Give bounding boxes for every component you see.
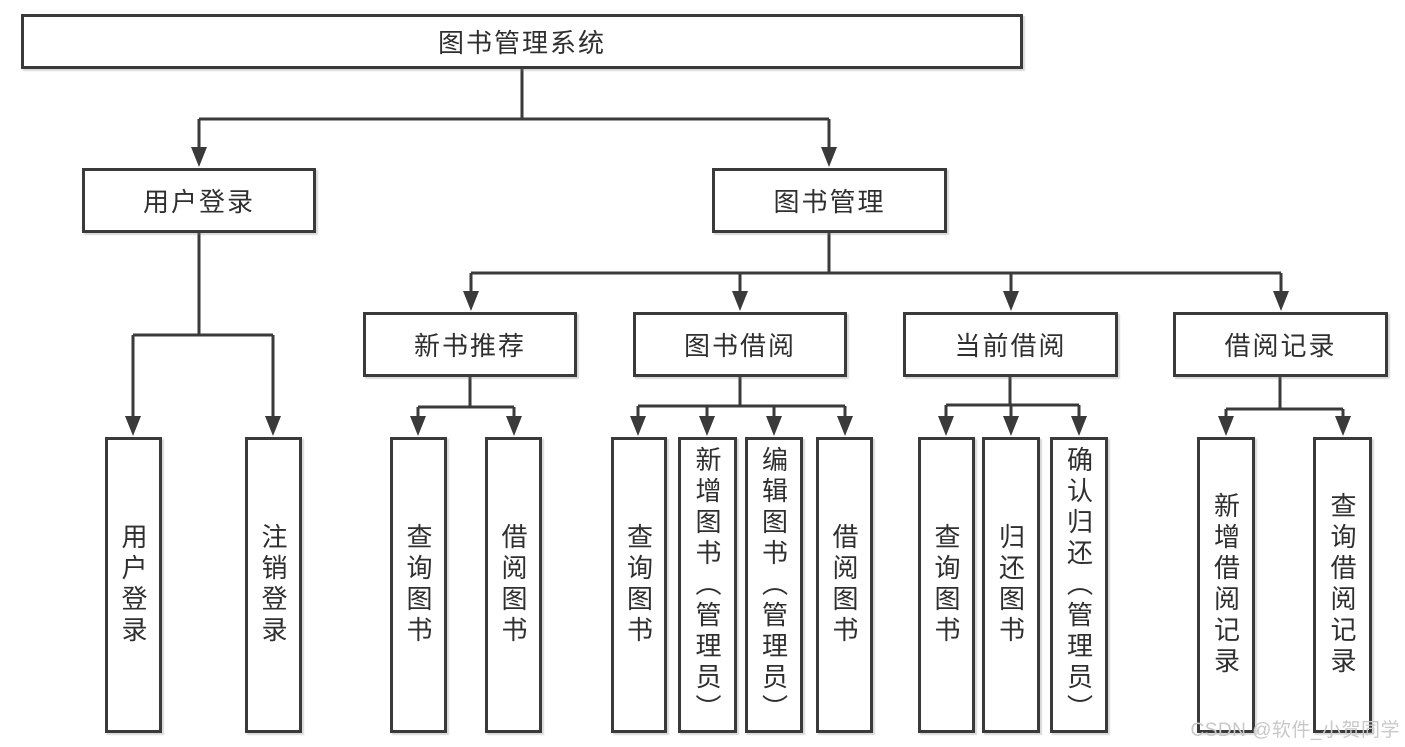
leaf-borrow-books-2: 借阅图书 [816,437,873,733]
leaf-user-login: 用户登录 [105,437,162,733]
watermark-text: CSDN @软件_小贺同学 [1190,720,1400,741]
node-new-book-recommend: 新书推荐 [363,312,577,377]
leaf-return-books: 归还图书 [982,437,1040,733]
node-user-login-branch: 用户登录 [82,168,316,233]
leaf-query-borrow-record: 查询借阅记录 [1313,437,1372,733]
leaf-query-books-2: 查询图书 [611,437,667,733]
leaf-borrow-books-1: 借阅图书 [485,437,542,733]
node-book-borrowing: 图书借阅 [633,312,847,377]
arrowheads [125,147,1351,436]
node-current-borrowing: 当前借阅 [903,312,1118,377]
node-borrowing-records: 借阅记录 [1173,312,1388,377]
node-book-management-branch: 图书管理 [712,168,947,233]
leaf-edit-book-admin: 编辑图书（管理员） [745,437,803,733]
leaf-add-book-admin: 新增图书（管理员） [678,437,737,733]
leaf-query-books-3: 查询图书 [918,437,975,733]
leaf-add-borrow-record: 新增借阅记录 [1197,437,1255,733]
leaf-logout: 注销登录 [245,437,302,733]
leaf-confirm-return-admin: 确认归还（管理员） [1050,437,1108,733]
node-library-management-system: 图书管理系统 [21,14,1023,69]
leaf-query-books-1: 查询图书 [390,437,447,733]
